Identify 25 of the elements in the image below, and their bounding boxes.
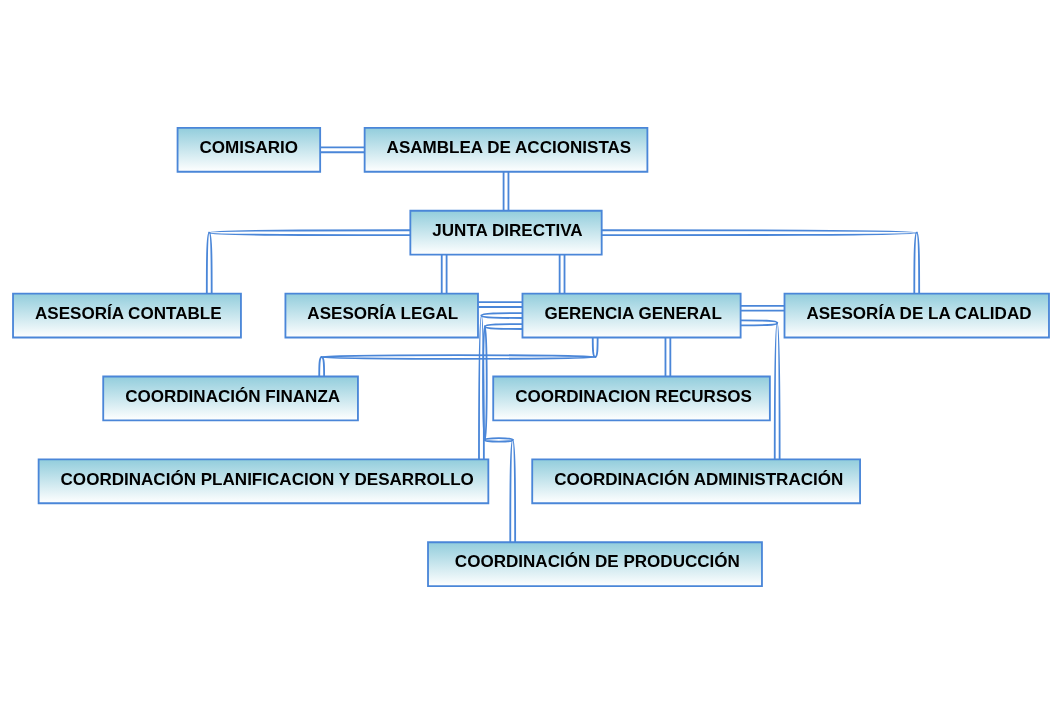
connector xyxy=(482,322,524,543)
node-box: COORDINACIÓN DE PRODUCCIÓN xyxy=(427,540,763,587)
connector xyxy=(318,336,599,377)
node-box: ASESORÍA DE LA CALIDAD xyxy=(783,292,1050,338)
connector xyxy=(502,170,510,211)
node-box: COORDINACIÓN FINANZA xyxy=(102,375,359,421)
node-box: ASESORÍA CONTABLE xyxy=(12,292,242,338)
connector xyxy=(739,319,781,460)
node-box: GERENCIA GENERAL xyxy=(521,292,742,338)
node-box: ASESORÍA LEGAL xyxy=(284,292,479,338)
node-box: JUNTA DIRECTIVA xyxy=(409,209,603,256)
connector xyxy=(740,304,786,312)
node-box: COORDINACION RECURSOS xyxy=(492,375,771,421)
connector xyxy=(319,145,366,153)
connector xyxy=(477,300,524,308)
node-box: COORDINACIÓN ADMINISTRACIÓN xyxy=(531,457,861,504)
node-box: ASAMBLEA DE ACCIONISTAS xyxy=(363,126,649,173)
node-box: COORDINACIÓN PLANIFICACION Y DESARROLLO xyxy=(37,457,490,504)
connector xyxy=(205,228,411,294)
connector xyxy=(440,253,448,294)
node-box: COMISARIO xyxy=(176,126,322,173)
connector xyxy=(478,311,524,460)
connector xyxy=(664,336,672,377)
connector xyxy=(600,228,921,294)
connector xyxy=(558,253,566,294)
